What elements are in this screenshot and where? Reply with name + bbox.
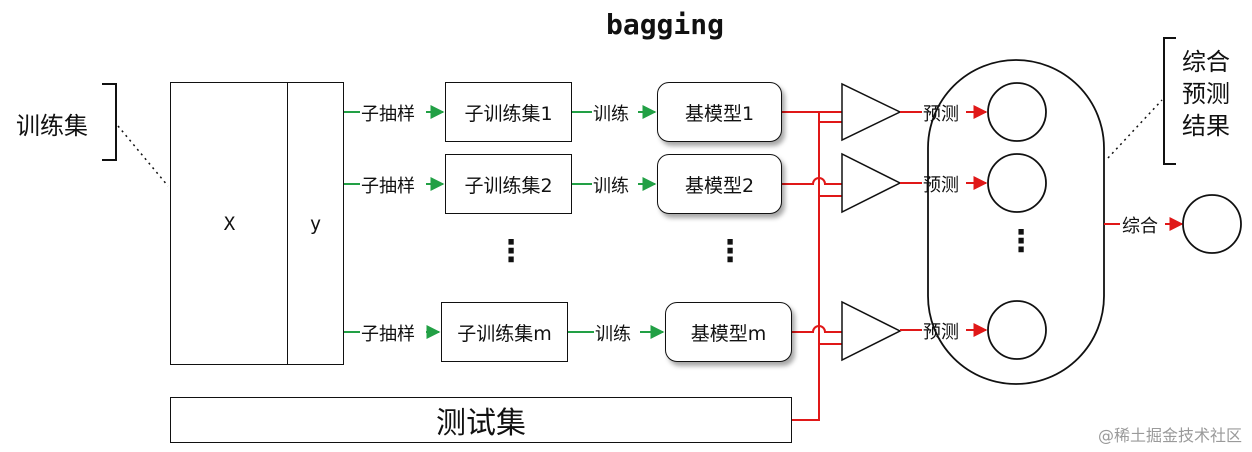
subset-box-2: 子训练集2 <box>445 154 572 214</box>
subsample-label-2: 子抽样 <box>361 176 415 197</box>
x-label: X <box>223 212 236 235</box>
result-dotted-line <box>1107 99 1163 159</box>
base-model-m: 基模型m <box>665 302 792 362</box>
subset-ellipsis: ⋮ <box>496 234 526 269</box>
predict-triangle-m <box>841 300 902 362</box>
predictions-container <box>927 59 1105 385</box>
feature-matrix-x: X <box>170 82 289 365</box>
training-set-bracket <box>102 83 117 161</box>
result-bracket <box>1163 37 1176 165</box>
diagram-title: bagging <box>605 8 724 41</box>
base-model-1: 基模型1 <box>657 82 782 142</box>
predict-label-m: 预测 <box>923 322 959 343</box>
subsample-label-m: 子抽样 <box>361 324 415 345</box>
subsample-label-1: 子抽样 <box>361 104 415 125</box>
train-label-1: 训练 <box>593 104 629 125</box>
model-label-m: 基模型m <box>690 322 767 345</box>
training-set-label: 训练集 <box>16 112 88 140</box>
test-set-box: 测试集 <box>170 397 792 443</box>
subset-label-2: 子训练集2 <box>464 174 553 197</box>
test-set-label: 测试集 <box>436 406 526 441</box>
predict-triangle-2 <box>841 152 902 214</box>
predict-triangle-1 <box>841 82 902 142</box>
model-output-line-m <box>792 325 842 333</box>
model-label-1: 基模型1 <box>684 102 755 125</box>
training-set-dotted-line <box>117 125 169 187</box>
combine-label: 综合 <box>1122 216 1158 237</box>
watermark: @稀土掘金技术社区 <box>1097 426 1242 445</box>
final-result-circle <box>1182 194 1242 254</box>
y-label: y <box>309 212 322 235</box>
predict-label-1: 预测 <box>923 104 959 125</box>
train-label-2: 训练 <box>593 176 629 197</box>
model-label-2: 基模型2 <box>684 174 755 197</box>
predict-label-2: 预测 <box>923 175 959 196</box>
subset-box-m: 子训练集m <box>441 302 568 362</box>
subset-label-1: 子训练集1 <box>464 102 553 125</box>
target-vector-y: y <box>287 82 344 365</box>
prediction-circle-1 <box>987 82 1047 142</box>
model-output-line-2 <box>782 177 842 185</box>
base-model-2: 基模型2 <box>657 154 782 214</box>
combined-result-label: 综合 预测 结果 <box>1182 48 1230 140</box>
train-label-m: 训练 <box>595 324 631 345</box>
prediction-ellipsis: ⋮ <box>1006 224 1036 259</box>
prediction-circle-m <box>987 300 1047 360</box>
subset-box-1: 子训练集1 <box>445 82 572 142</box>
subset-label-m: 子训练集m <box>457 322 552 345</box>
test-set-bus <box>792 112 820 421</box>
model-ellipsis: ⋮ <box>715 234 745 269</box>
prediction-circle-2 <box>987 153 1047 213</box>
